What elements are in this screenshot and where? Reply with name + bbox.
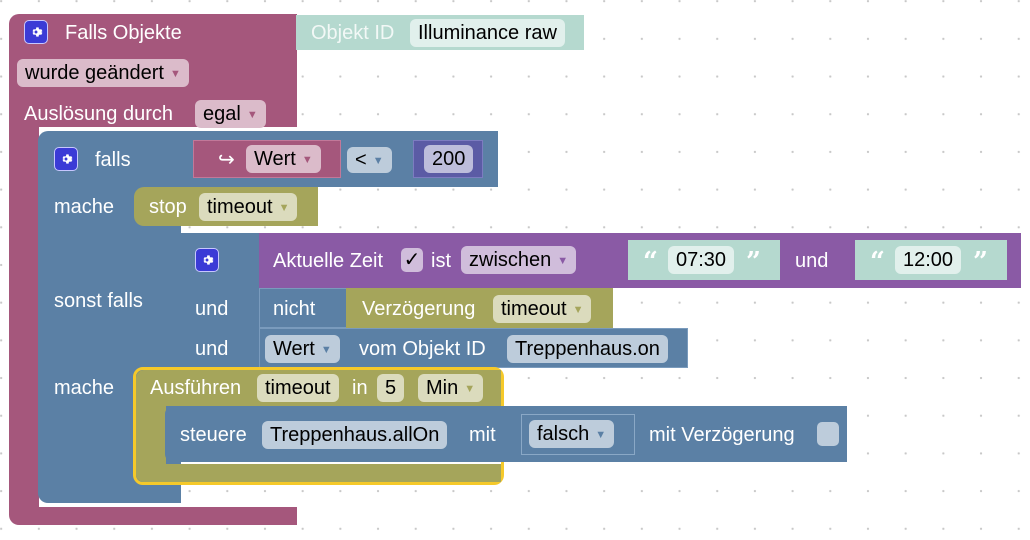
condition-value: wurde geändert <box>25 62 164 84</box>
object-id-field-2[interactable]: Treppenhaus.on <box>507 335 668 363</box>
if-block-right-mid <box>181 233 261 369</box>
else-if-label: sonst falls <box>54 290 143 312</box>
trigger-by-dropdown[interactable]: egal ▼ <box>195 100 266 128</box>
number-field[interactable]: 200 <box>424 145 474 173</box>
delay-amount-value: 5 <box>385 377 397 399</box>
operator-value: < <box>355 149 367 171</box>
unit-dropdown[interactable]: Min ▼ <box>418 374 484 402</box>
control-object-field[interactable]: Treppenhaus.allOn <box>262 421 448 449</box>
chevron-down-icon: ▼ <box>320 344 332 356</box>
value-dropdown[interactable]: Wert ▼ <box>246 145 321 173</box>
to-time-value: 12:00 <box>903 249 954 271</box>
chevron-down-icon: ▼ <box>372 155 384 167</box>
operator-dropdown[interactable]: <▼ <box>347 147 392 173</box>
trigger-block-bottom <box>9 507 297 525</box>
chevron-down-icon: ▼ <box>557 255 569 267</box>
chevron-down-icon: ▼ <box>464 383 476 395</box>
value-field: Wert <box>254 148 296 170</box>
chevron-down-icon: ▼ <box>301 154 313 166</box>
execute-block-bottom <box>136 464 501 482</box>
chevron-down-icon: ▼ <box>572 304 584 316</box>
in-label: in <box>352 377 368 399</box>
unit-value: Min <box>426 377 459 399</box>
checkbox[interactable]: ✓ <box>401 248 423 272</box>
gear-icon[interactable] <box>54 147 78 171</box>
delay-label: Verzögerung <box>362 298 476 320</box>
object-id-value: Illuminance raw <box>418 22 557 44</box>
object-id-label: Objekt ID <box>311 22 395 44</box>
trigger-block-left-rail <box>9 120 39 518</box>
from-time-field[interactable]: 07:30 <box>668 246 735 274</box>
gear-icon[interactable] <box>24 20 48 44</box>
from-time-value: 07:30 <box>676 249 727 271</box>
and-label: und <box>795 250 829 272</box>
current-time-label: Aktuelle Zeit <box>273 250 384 272</box>
not-block[interactable] <box>259 288 347 328</box>
with-label: mit <box>469 424 496 446</box>
chevron-down-icon: ▼ <box>246 109 258 121</box>
trigger-title: Falls Objekte <box>65 22 182 44</box>
open-quote-icon: “ <box>870 247 885 277</box>
delay-amount-field[interactable]: 5 <box>377 374 405 402</box>
chevron-down-icon: ▼ <box>278 202 290 214</box>
not-label: nicht <box>273 298 316 320</box>
delay-timeout-value: timeout <box>501 298 567 320</box>
gear-icon[interactable] <box>195 248 219 272</box>
and-label-2: und <box>195 338 229 360</box>
do-label: mache <box>54 196 115 218</box>
with-delay-label: mit Verzögerung <box>649 424 795 446</box>
boolean-dropdown[interactable]: falsch ▼ <box>529 420 615 448</box>
stop-label: stop <box>149 196 187 218</box>
delay-timeout-dropdown[interactable]: timeout ▼ <box>493 295 592 323</box>
close-quote-icon: ” <box>973 247 988 277</box>
execute-label: Ausführen <box>150 377 242 399</box>
do-label-2: mache <box>54 377 115 399</box>
from-object-label: vom Objekt ID <box>359 338 486 360</box>
control-label: steuere <box>180 424 247 446</box>
stop-timeout-dropdown[interactable]: timeout ▼ <box>199 193 298 221</box>
to-time-field[interactable]: 12:00 <box>895 246 962 274</box>
value-dropdown-2[interactable]: Wert ▼ <box>265 335 340 363</box>
check-icon: ✓ <box>403 249 421 271</box>
chevron-down-icon: ▼ <box>595 429 607 441</box>
boolean-value: falsch <box>537 423 590 445</box>
is-label: ist <box>431 250 451 272</box>
delay-checkbox[interactable] <box>817 422 839 446</box>
trigger-by-value: egal <box>203 103 241 125</box>
value-field-2: Wert <box>273 338 315 360</box>
object-id-field[interactable]: Illuminance raw <box>410 19 565 47</box>
time-mode-dropdown[interactable]: zwischen ▼ <box>461 246 577 274</box>
if-label: falls <box>95 149 131 171</box>
arrow-return-icon: ↪ <box>218 149 235 171</box>
condition-dropdown[interactable]: wurde geändert ▼ <box>17 59 189 87</box>
object-id-value-2: Treppenhaus.on <box>515 338 660 360</box>
close-quote-icon: ” <box>746 247 761 277</box>
and-label-1: und <box>195 298 229 320</box>
trigger-by-label: Auslösung durch <box>24 103 173 125</box>
timeout-name-field[interactable]: timeout <box>257 374 339 402</box>
time-mode-value: zwischen <box>469 249 552 271</box>
stop-timeout-value: timeout <box>207 196 273 218</box>
open-quote-icon: “ <box>643 247 658 277</box>
control-object-value: Treppenhaus.allOn <box>270 424 440 446</box>
timeout-name-value: timeout <box>265 377 331 399</box>
chevron-down-icon: ▼ <box>169 68 181 80</box>
number-value: 200 <box>432 148 466 170</box>
